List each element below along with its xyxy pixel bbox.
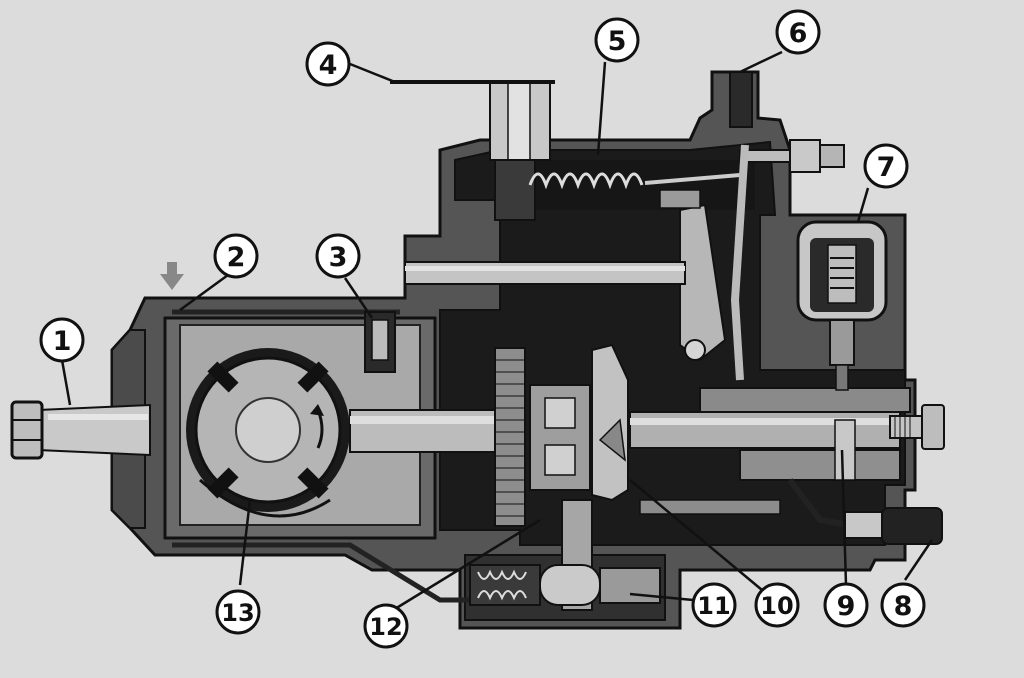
shutoff-solenoid [796, 220, 888, 391]
callout-6: 6 [775, 9, 821, 55]
callout-label: 9 [837, 591, 856, 622]
full-load-screw [729, 71, 845, 173]
callout-label: 8 [894, 591, 913, 622]
callout-11: 11 [691, 582, 737, 628]
distributor-plunger [629, 387, 945, 515]
callout-10: 10 [754, 582, 800, 628]
governor-shaft [404, 261, 686, 285]
vane-pump-rotor [186, 348, 350, 518]
callout-leaders [60, 50, 934, 614]
callout-13: 13 [215, 589, 261, 635]
drive-shaft [10, 400, 506, 460]
callout-label: 5 [608, 26, 627, 57]
callout-label: 7 [877, 152, 896, 183]
callout-label: 11 [697, 592, 730, 620]
callout-label: 3 [329, 242, 348, 273]
governor-lever-assembly [659, 144, 749, 381]
roller-ring [529, 384, 591, 491]
pressure-control-valve [364, 311, 396, 373]
callout-12: 12 [363, 603, 409, 649]
callout-3: 3 [315, 233, 361, 279]
callout-2: 2 [213, 233, 259, 279]
callout-4: 4 [305, 41, 351, 87]
callout-1: 1 [39, 317, 85, 363]
callout-9: 9 [823, 582, 869, 628]
callout-label: 2 [227, 242, 246, 273]
rotation-arrow-icon [310, 404, 324, 449]
callout-label: 1 [53, 326, 72, 357]
governor-spring [528, 172, 741, 190]
cam-plate [591, 343, 629, 502]
callout-7: 7 [863, 143, 909, 189]
callout-5: 5 [594, 17, 640, 63]
callout-label: 10 [760, 592, 793, 620]
callout-label: 13 [221, 599, 254, 627]
callout-label: 12 [369, 613, 402, 641]
timing-device [469, 499, 661, 611]
callout-label: 6 [789, 18, 808, 49]
delivery-valve [787, 478, 943, 545]
drive-gear [494, 347, 526, 527]
down-arrow-icon [160, 262, 184, 290]
control-lever-shaft [390, 80, 555, 221]
callout-8: 8 [880, 582, 926, 628]
callout-label: 4 [319, 50, 338, 81]
